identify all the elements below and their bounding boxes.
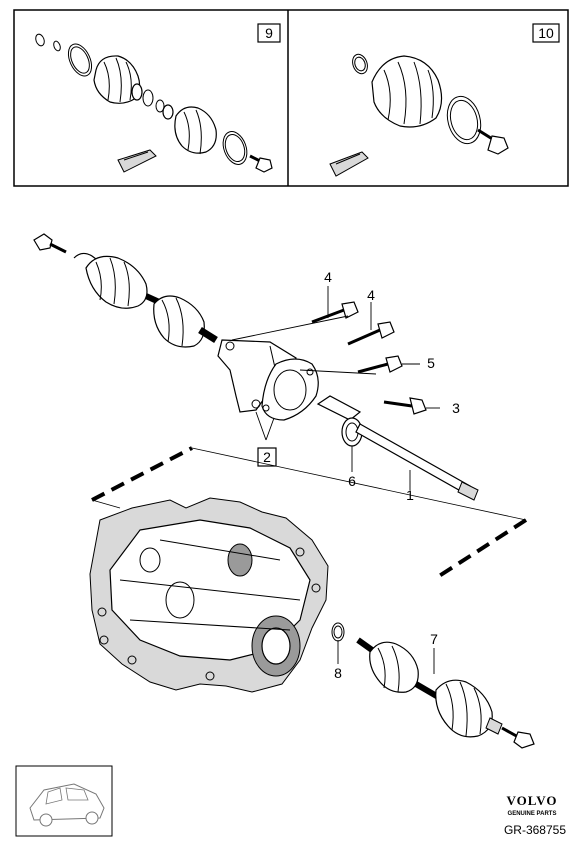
callout-2-box: [257, 447, 277, 467]
brand-name: VOLVO: [507, 793, 558, 808]
dashed-assembly-outline: [91, 446, 528, 580]
callout-4-upper: 4: [324, 269, 332, 285]
inset-9-number: 9: [265, 25, 273, 41]
callout-leaders: [231, 286, 440, 674]
callout-2: 2: [263, 449, 271, 465]
inset-frame: [13, 9, 569, 187]
bolt-3: [383, 397, 427, 415]
callout-7: 7: [430, 631, 438, 647]
volvo-logo: VOLVO GENUINE PARTS: [507, 793, 558, 817]
callout-3: 3: [452, 400, 460, 416]
callout-4-lower: 4: [367, 287, 375, 303]
drive-shaft-assembly-right: [356, 637, 535, 749]
inset-10-number-box: [532, 23, 560, 43]
callout-labels: 4 4 5 3 6 1 2 7 8: [257, 269, 460, 681]
inset-9-number-box: [257, 23, 281, 43]
callout-8: 8: [334, 665, 342, 681]
drive-shaft-assembly-left: [33, 233, 218, 348]
vehicle-thumbnail: [15, 765, 113, 837]
inset-9-boot-kit: 9: [35, 23, 281, 173]
o-ring-8: [331, 622, 345, 642]
callout-5: 5: [427, 355, 435, 371]
inset-10-number: 10: [538, 25, 554, 41]
inset-10-boot-kit: 10: [329, 23, 560, 177]
bolt-5: [357, 355, 403, 374]
bearing-housing: [261, 358, 319, 421]
brand-subtitle: GENUINE PARTS: [508, 811, 557, 817]
support-bracket: [217, 339, 297, 413]
reference-number: GR-368755: [504, 823, 566, 837]
callout-6: 6: [348, 473, 356, 489]
bolt-4-lower: [347, 321, 395, 346]
gearbox-housing: [89, 497, 329, 693]
intermediate-shaft: [316, 395, 479, 501]
